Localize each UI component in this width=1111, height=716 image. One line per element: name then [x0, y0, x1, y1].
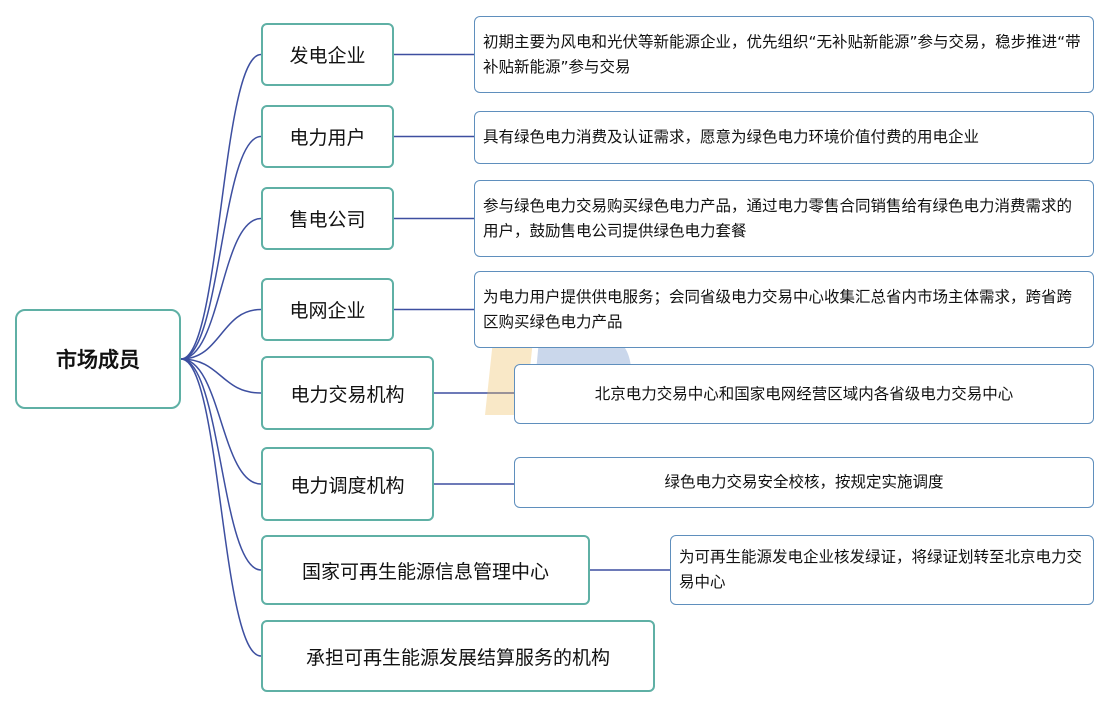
branch-line	[180, 358, 262, 657]
member-node-renewable-info-center: 国家可再生能源信息管理中心	[261, 535, 590, 605]
desc-renewable-info-center: 为可再生能源发电企业核发绿证，将绿证划转至北京电力交易中心	[670, 535, 1094, 605]
branch-line	[180, 358, 262, 571]
member-node-power-generation: 发电企业	[261, 23, 394, 86]
desc-grid-company: 为电力用户提供供电服务；会同省级电力交易中心收集汇总省内市场主体需求，跨省跨区购…	[474, 271, 1094, 348]
branch-line	[180, 358, 262, 485]
member-node-grid-company: 电网企业	[261, 278, 394, 341]
desc-dispatch-institution: 绿色电力交易安全校核，按规定实施调度	[514, 457, 1094, 508]
member-node-power-users: 电力用户	[261, 105, 394, 168]
root-node: 市场成员	[15, 309, 181, 409]
member-node-settlement-institution: 承担可再生能源发展结算服务的机构	[261, 620, 655, 692]
desc-retail-company: 参与绿色电力交易购买绿色电力产品，通过电力零售合同销售给有绿色电力消费需求的用户…	[474, 180, 1094, 257]
member-node-dispatch-institution: 电力调度机构	[261, 447, 434, 521]
member-node-trading-institution: 电力交易机构	[261, 356, 434, 430]
branch-line	[180, 135, 262, 360]
desc-power-users: 具有绿色电力消费及认证需求，愿意为绿色电力环境价值付费的用电企业	[474, 111, 1094, 164]
branch-line	[180, 217, 262, 360]
desc-trading-institution: 北京电力交易中心和国家电网经营区域内各省级电力交易中心	[514, 364, 1094, 424]
branch-line	[180, 53, 262, 360]
branch-line	[180, 358, 262, 394]
desc-power-generation: 初期主要为风电和光伏等新能源企业，优先组织“无补贴新能源”参与交易，稳步推进“带…	[474, 16, 1094, 93]
member-node-retail-company: 售电公司	[261, 187, 394, 250]
branch-line	[180, 308, 262, 360]
